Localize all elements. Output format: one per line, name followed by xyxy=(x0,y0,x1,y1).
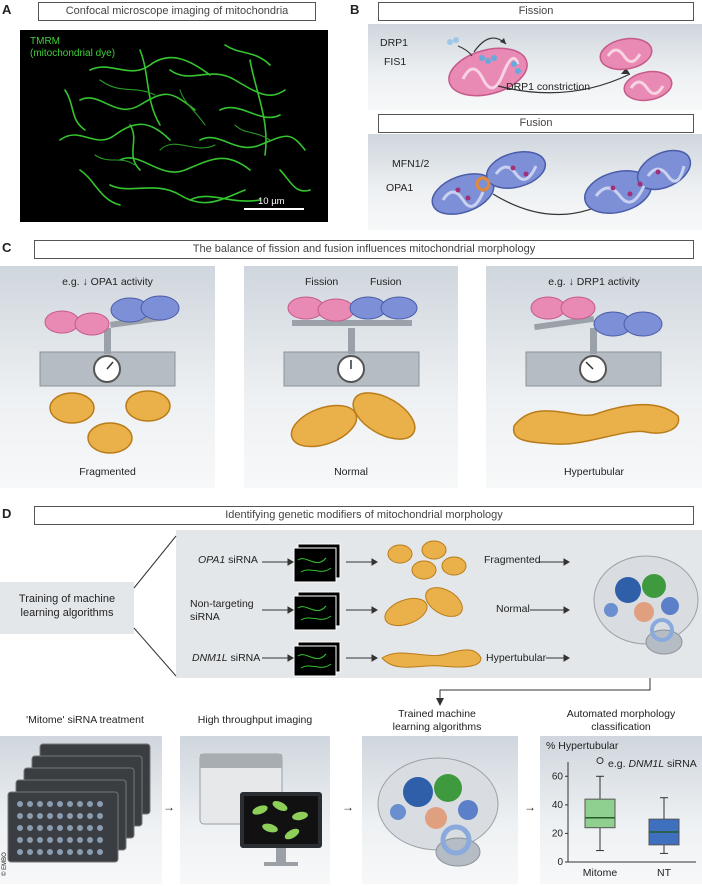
x-category-label: NT xyxy=(657,867,672,879)
fragmented-scale-illustration xyxy=(39,295,180,454)
row1-gene-suffix: siRNA xyxy=(225,554,258,566)
fis1-label: FIS1 xyxy=(384,56,407,68)
panel-a-letter: A xyxy=(2,2,12,17)
fragmented-box xyxy=(0,266,215,488)
fusion-title: Fusion xyxy=(378,114,694,133)
fission-illustration xyxy=(447,37,673,102)
step2-label: High throughput imaging xyxy=(197,714,313,726)
step3-line1: Trained machine xyxy=(398,708,476,720)
opa1-label: OPA1 xyxy=(386,182,414,194)
imager-box xyxy=(180,736,330,884)
y-tick-label: 60 xyxy=(552,771,564,782)
scale-label: 10 µm xyxy=(258,196,285,207)
row1-gene-name: OPA1 xyxy=(198,554,226,566)
step4-line1: Automated morphology xyxy=(566,708,676,720)
chart-annotation: e.g. DNM1L siRNA xyxy=(608,758,697,770)
annotation-gene: DNM1L xyxy=(628,758,665,770)
step4-line2: classification xyxy=(591,721,651,733)
fission-title: Fission xyxy=(378,2,694,21)
dye-description: (mitochondrial dye) xyxy=(30,48,116,59)
row1-gene: OPA1 siRNA xyxy=(198,554,258,566)
panel-a-title: Confocal microscope imaging of mitochond… xyxy=(38,2,316,21)
dye-label: TMRM (mitochondrial dye) xyxy=(30,36,115,60)
training-box xyxy=(0,582,134,634)
training-label: Training of machine learning algorithms xyxy=(18,593,116,619)
y-tick-label: 40 xyxy=(552,800,564,811)
step1-label: 'Mitome' siRNA treatment xyxy=(26,714,144,726)
hypertubular-scale-illustration xyxy=(512,296,680,445)
panel-d-title: Identifying genetic modifiers of mitocho… xyxy=(34,506,694,525)
outlier-point xyxy=(596,757,604,765)
drp1-label: DRP1 xyxy=(380,37,409,49)
fusion-box xyxy=(368,134,702,230)
microscopy-image xyxy=(20,30,328,222)
scale-bar xyxy=(244,208,304,210)
panel-c-letter: C xyxy=(2,240,12,255)
imager-illustration xyxy=(199,753,322,866)
annotation-prefix: e.g. xyxy=(608,758,629,770)
fragmented-label: Fragmented xyxy=(79,466,136,478)
fission-box xyxy=(368,24,702,110)
image-stack-1 xyxy=(293,543,341,583)
dye-name: TMRM xyxy=(30,36,60,47)
fission-scale-label: Fission xyxy=(305,276,339,288)
training-rows-box xyxy=(176,530,702,678)
trained-brain-illustration xyxy=(377,757,499,867)
normal-label: Normal xyxy=(334,466,368,478)
x-category-label: Mitome xyxy=(583,867,618,879)
y-tick-label: 20 xyxy=(552,828,564,839)
plates-box xyxy=(0,736,162,884)
trained-brain-box xyxy=(362,736,518,884)
row3-gene-name: DNM1L xyxy=(192,652,228,664)
panel-c-title: The balance of fission and fusion influe… xyxy=(34,240,694,259)
box-mitome xyxy=(584,798,616,829)
image-stack-2 xyxy=(293,591,341,631)
row2-result: Normal xyxy=(496,603,530,615)
y-tick-label: 0 xyxy=(557,857,563,868)
panel-b-letter: B xyxy=(350,2,360,17)
row1-result: Fragmented xyxy=(484,554,541,566)
panel-d-letter: D xyxy=(2,506,12,521)
mfn-label: MFN1/2 xyxy=(392,158,430,170)
step3-line2: learning algorithms xyxy=(392,721,482,733)
arrow-1-icon: → xyxy=(163,800,175,814)
chart-ylabel: % Hypertubular xyxy=(546,740,619,752)
mitochondria-network xyxy=(59,44,311,206)
image-stack-3 xyxy=(293,641,341,677)
arrow-2-icon: → xyxy=(342,800,354,814)
normal-box xyxy=(244,266,458,488)
annotation-suffix: siRNA xyxy=(664,758,697,770)
drp1-constriction-label: DRP1 constriction xyxy=(506,81,591,93)
step4-label: Automated morphology classification xyxy=(540,708,702,734)
step3-label: Trained machine learning algorithms xyxy=(362,708,512,734)
hypertubular-label: Hypertubular xyxy=(563,466,625,478)
fusion-scale-label: Fusion xyxy=(370,276,402,288)
plates-illustration xyxy=(7,743,151,863)
drp1-activity-label: e.g. ↓ DRP1 activity xyxy=(548,276,640,288)
row3-gene: DNM1L siRNA xyxy=(192,652,260,664)
arrow-3-icon: → xyxy=(524,800,536,814)
normal-scale-illustration xyxy=(283,296,420,448)
boxplot-panel xyxy=(540,736,702,884)
opa1-activity-label: e.g. ↓ OPA1 activity xyxy=(62,276,153,288)
hypertubular-box xyxy=(486,266,702,488)
row3-gene-suffix: siRNA xyxy=(227,652,261,664)
fusion-illustration xyxy=(431,149,692,216)
row3-result: Hypertubular xyxy=(486,652,547,664)
training-illustration xyxy=(262,540,699,677)
row2-gene: Non-targeting siRNA xyxy=(190,598,254,623)
